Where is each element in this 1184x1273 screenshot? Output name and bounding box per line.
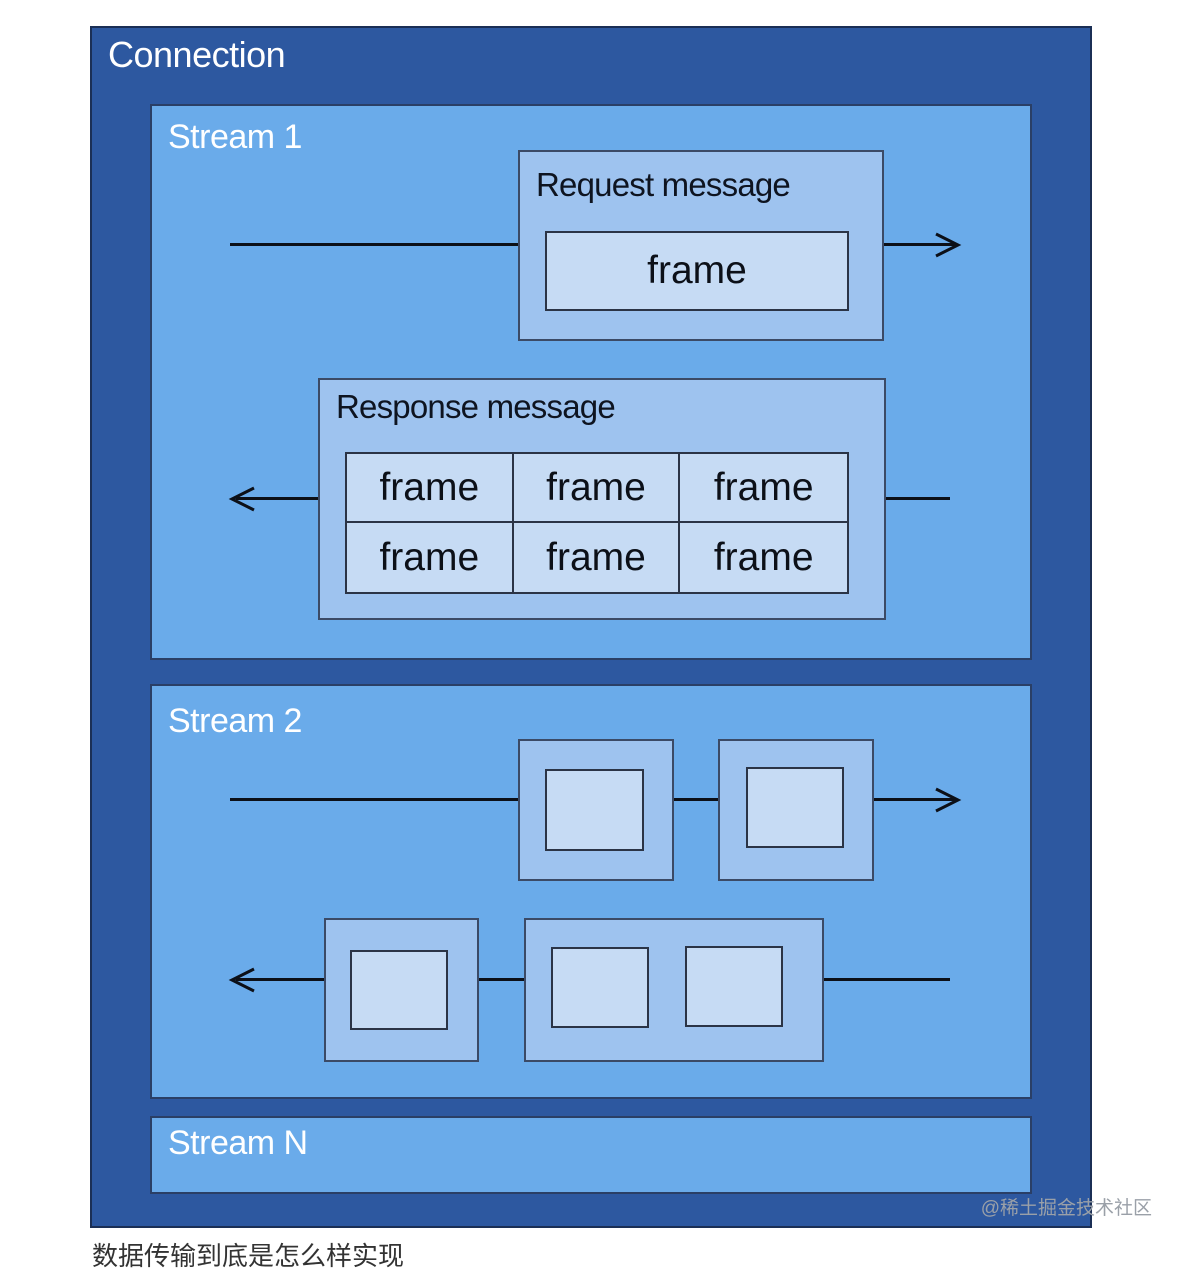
response-line-left xyxy=(236,497,320,500)
stream-2-out-line-right xyxy=(872,798,956,801)
response-frame: frame xyxy=(513,454,681,523)
response-frame: frame xyxy=(347,454,514,523)
stream-2-frame xyxy=(551,947,649,1028)
stream-2-out-line-mid xyxy=(672,798,720,801)
arrow-left-icon xyxy=(228,967,255,993)
response-frame-grid: frame frame frame frame frame frame xyxy=(345,452,849,594)
stream-2-frame xyxy=(545,769,644,851)
stream-2-in-line-mid xyxy=(477,978,525,981)
response-frame: frame xyxy=(713,535,814,579)
request-line-left xyxy=(230,243,520,246)
stream-2-frame xyxy=(685,946,783,1027)
response-frame: frame xyxy=(514,523,681,592)
request-line-right xyxy=(882,243,956,246)
stream-2-out-line-left xyxy=(230,798,520,801)
stream-n-label: Stream N xyxy=(168,1124,308,1162)
watermark-text: @稀土掘金技术社区 xyxy=(980,1198,1152,1219)
stream-n-box xyxy=(150,1116,1032,1194)
request-frame: frame xyxy=(545,231,849,311)
caption-text: 数据传输到底是怎么样实现 xyxy=(92,1241,405,1271)
stream-2-frame xyxy=(350,950,448,1030)
arrow-right-icon xyxy=(935,787,962,813)
response-message-label: Response message xyxy=(336,388,616,425)
arrow-right-icon xyxy=(935,232,962,258)
response-line-right xyxy=(884,497,950,500)
stream-2-frame xyxy=(746,767,844,848)
connection-label: Connection xyxy=(108,34,286,75)
request-message-label: Request message xyxy=(536,166,791,203)
stream-1-label: Stream 1 xyxy=(168,118,302,156)
stream-2-label: Stream 2 xyxy=(168,702,302,740)
stream-2-in-line-left xyxy=(236,978,326,981)
arrow-left-icon xyxy=(228,486,255,512)
response-frame: frame xyxy=(347,523,514,592)
response-frame: frame xyxy=(680,454,847,523)
stream-2-in-line-right xyxy=(822,978,950,981)
